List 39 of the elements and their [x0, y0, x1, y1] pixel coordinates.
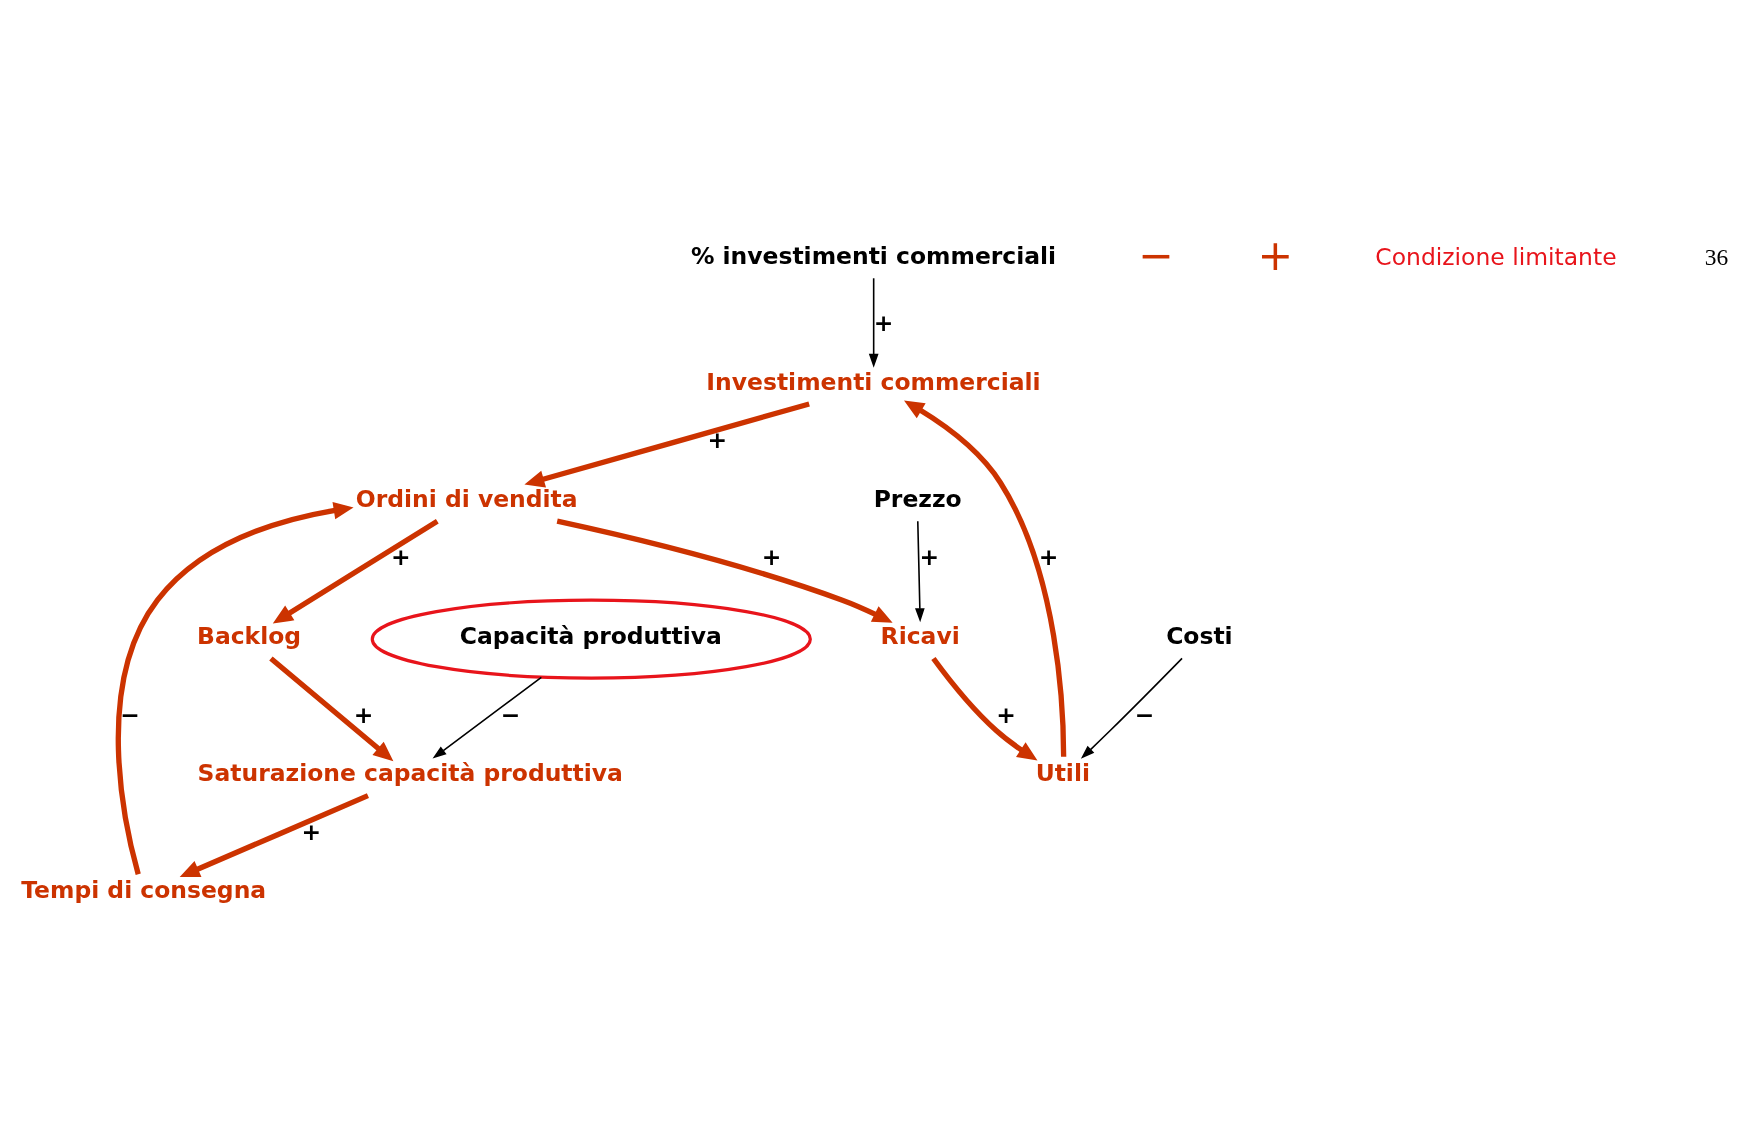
node-text: Ordini di vendita	[355, 484, 578, 513]
node-text: Ricavi	[880, 622, 960, 651]
edge-label: −	[120, 700, 140, 729]
arrow	[1080, 657, 1183, 759]
arrow	[868, 277, 879, 368]
arrow	[524, 401, 810, 488]
edge-label: +	[301, 817, 322, 846]
arrow	[179, 793, 369, 878]
edge-label: −	[500, 700, 521, 729]
edge-label: +	[707, 426, 728, 455]
arrow	[904, 400, 1067, 757]
edge-label: +	[1038, 543, 1059, 572]
node-text: % investimenti commerciali	[690, 241, 1057, 270]
arrow	[931, 656, 1038, 761]
edge-label: +	[919, 543, 940, 572]
node-text: Utili	[1035, 759, 1090, 788]
node-text: Tempi di consegna	[21, 876, 267, 905]
edge-label: −	[1134, 700, 1155, 729]
edge-label: +	[353, 700, 374, 729]
node-text: Backlog	[197, 622, 302, 651]
edge-label: +	[996, 700, 1016, 729]
arrow	[432, 676, 543, 759]
node-text: Costi	[1166, 622, 1233, 651]
arrow	[915, 520, 925, 623]
arrow	[115, 501, 354, 875]
node-ellipse: Capacità produttiva	[370, 598, 812, 680]
arrow	[269, 656, 394, 762]
arrow	[556, 518, 893, 623]
node-text: Investimenti commerciali	[706, 367, 1041, 396]
node-text: Prezzo	[873, 484, 962, 513]
label: +	[1257, 229, 1294, 280]
label: 36	[1704, 243, 1729, 270]
edge-label: +	[390, 543, 411, 572]
label: Condizione limitante	[1375, 242, 1617, 271]
arrow	[272, 518, 439, 624]
edge-label: +	[873, 309, 894, 337]
label: −	[1138, 229, 1174, 280]
node-text: Saturazione capacità produttiva	[197, 759, 623, 788]
edge-label: +	[761, 543, 782, 572]
